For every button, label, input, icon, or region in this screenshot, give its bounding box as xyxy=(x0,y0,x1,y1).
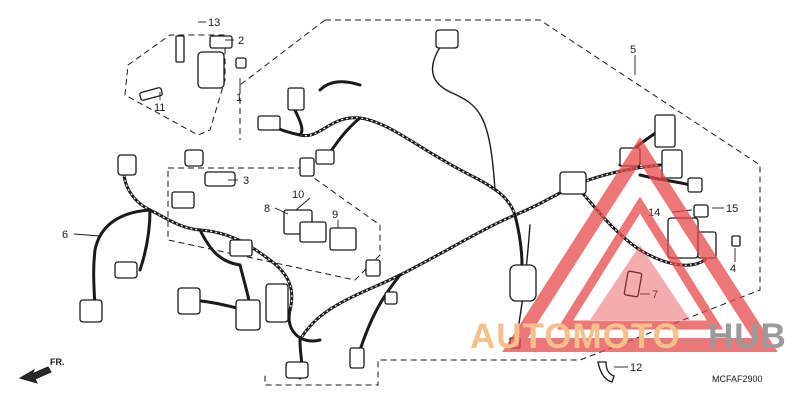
callout-1: 1 xyxy=(236,92,242,104)
leader-lines xyxy=(73,21,736,368)
callout-2: 2 xyxy=(238,35,244,47)
callout-8: 8 xyxy=(264,203,270,215)
callout-12: 12 xyxy=(630,362,642,374)
callout-3: 3 xyxy=(243,175,249,187)
diagram-code: MCFAF2900 xyxy=(712,374,763,384)
callout-numbers: 13 2 1 11 3 5 6 7 8 9 10 12 14 15 4 xyxy=(62,17,738,374)
front-direction-arrow-icon: FR. xyxy=(18,357,65,384)
callout-9: 9 xyxy=(332,209,338,221)
callout-15: 15 xyxy=(726,203,738,215)
callout-4: 4 xyxy=(730,263,736,275)
callout-10: 10 xyxy=(292,189,304,201)
callout-6: 6 xyxy=(62,229,68,241)
watermark-part-a: AUTOMOTO xyxy=(470,317,681,356)
watermark-part-b: HUB xyxy=(708,317,787,356)
watermark-text: AUTOMOTO HUB xyxy=(470,317,787,356)
watermark-logo-icon xyxy=(502,137,778,352)
callout-13: 13 xyxy=(208,17,220,29)
front-indicator-label: FR. xyxy=(50,357,65,367)
callout-7: 7 xyxy=(652,289,658,301)
callout-5: 5 xyxy=(630,44,636,56)
callout-11: 11 xyxy=(154,102,165,114)
connectors xyxy=(79,29,741,383)
